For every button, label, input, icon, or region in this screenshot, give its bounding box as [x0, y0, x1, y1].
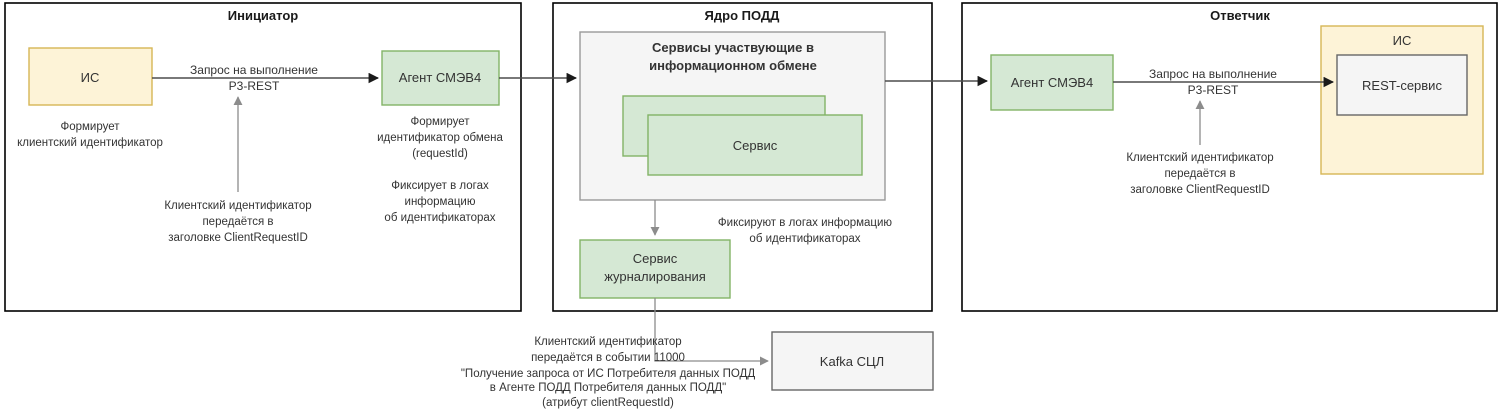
responder-edge-label-line1: Запрос на выполнение	[1149, 67, 1277, 81]
responder-rest-service-box[interactable]	[1336, 54, 1468, 116]
initiator-agent-log-note-line2: информацию	[405, 196, 476, 208]
core-log-service-label-line2: журналирования	[604, 269, 706, 284]
panel-podd-core: Ядро ПОДД Сервисы участвующие в информац…	[552, 2, 933, 312]
panel-responder: Ответчик Агент СМЭВ4 ИС REST-сервис Запр…	[961, 2, 1498, 312]
initiator-header-note-line3: заголовке ClientRequestID	[168, 232, 308, 244]
initiator-is-note-line1: Формирует	[60, 121, 120, 133]
initiator-header-note-line1: Клиентский идентификатор	[164, 200, 311, 212]
initiator-edge-label-line2: Р3-REST	[229, 79, 280, 93]
initiator-agent-box[interactable]	[381, 50, 500, 106]
kafka-event-note-line1: Клиентский идентификатор	[534, 336, 681, 348]
initiator-is-box-label: ИС	[81, 70, 100, 85]
core-services-title-line1: Сервисы участвующие в	[652, 40, 814, 55]
initiator-agent-note-line3: (requestId)	[412, 148, 468, 160]
core-log-service-label-line1: Сервис	[633, 251, 678, 266]
core-log-note-line1: Фиксируют в логах информацию	[718, 217, 893, 229]
initiator-header-note-line2: передаётся в	[202, 216, 273, 228]
panel-initiator: Инициатор ИС Формирует клиентский иденти…	[4, 2, 522, 312]
kafka-section: Kafka СЦЛ Клиентский идентификатор перед…	[461, 298, 934, 409]
responder-is-box-label: ИС	[1393, 33, 1412, 48]
initiator-edge-label-line1: Запрос на выполнение	[190, 63, 318, 77]
responder-header-note-line2: передаётся в	[1164, 168, 1235, 180]
panel-initiator-title: Инициатор	[228, 8, 299, 23]
responder-agent-box-label: Агент СМЭВ4	[1011, 75, 1093, 90]
initiator-is-box[interactable]	[28, 47, 153, 106]
panel-podd-core-title: Ядро ПОДД	[705, 8, 781, 23]
initiator-agent-box-label: Агент СМЭВ4	[399, 70, 481, 85]
core-services-title-line2: информационном обмене	[649, 58, 817, 73]
kafka-box[interactable]	[771, 331, 934, 391]
responder-header-note-line1: Клиентский идентификатор	[1126, 152, 1273, 164]
responder-edge-label-line2: Р3-REST	[1188, 83, 1239, 97]
core-log-note-line2: об идентификаторах	[749, 233, 860, 245]
initiator-agent-log-note-line3: об идентификаторах	[384, 212, 495, 224]
initiator-agent-note-line2: идентификатор обмена	[377, 132, 503, 144]
log-to-kafka-arrow	[654, 298, 769, 366]
panel-responder-title: Ответчик	[1210, 8, 1270, 23]
initiator-is-note-line2: клиентский идентификатор	[17, 137, 163, 149]
kafka-box-label: Kafka СЦЛ	[820, 354, 884, 369]
initiator-agent-note-line1: Формирует	[410, 116, 470, 128]
responder-header-note-line3: заголовке ClientRequestID	[1130, 184, 1270, 196]
responder-agent-box[interactable]	[990, 54, 1114, 111]
kafka-event-note-line2: передаётся в событии 11000	[531, 352, 685, 364]
responder-rest-service-label: REST-сервис	[1362, 78, 1442, 93]
kafka-event-note-line5: (атрибут clientRequestId)	[542, 397, 674, 409]
initiator-agent-log-note-line1: Фиксирует в логах	[391, 180, 489, 192]
kafka-event-note-line4: в Агенте ПОДД Потребителя данных ПОДД"	[490, 382, 726, 394]
core-service-box-label: Сервис	[733, 138, 778, 153]
core-service-box-front[interactable]	[647, 114, 863, 176]
kafka-event-note-line3: "Получение запроса от ИС Потребителя дан…	[461, 368, 756, 380]
